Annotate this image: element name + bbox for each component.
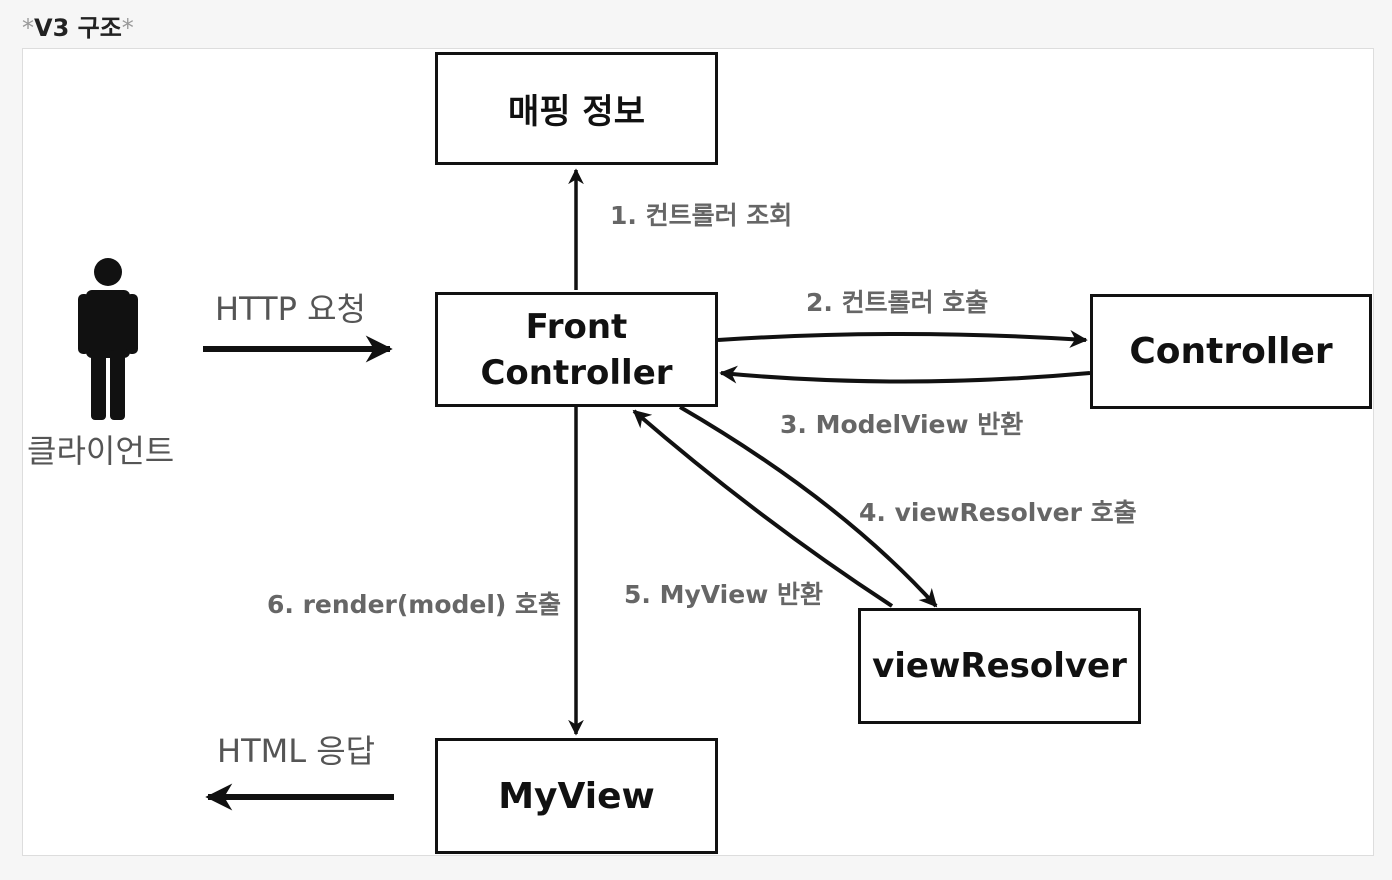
step1-label: 1. 컨트롤러 조회 [610, 201, 793, 230]
arrow-step2 [717, 329, 1088, 348]
mapping-info-label: 매핑 정보 [508, 92, 645, 132]
step6-label: 6. render(model) 호출 [267, 590, 562, 619]
diagram-canvas [22, 48, 1374, 856]
person-icon [78, 258, 138, 420]
controller-box: Controller [1090, 294, 1372, 409]
arrow-step4 [678, 405, 938, 608]
step5-label: 5. MyView 반환 [624, 580, 824, 609]
my-view-box: MyView [435, 738, 718, 854]
step2-label: 2. 컨트롤러 호출 [806, 288, 989, 317]
http-request-label: HTTP 요청 [215, 290, 366, 328]
arrow-step5 [632, 409, 894, 608]
client-label: 클라이언트 [27, 432, 175, 470]
controller-label: Controller [1129, 331, 1333, 372]
html-response-label: HTML 응답 [217, 732, 376, 770]
step4-label: 4. viewResolver 호출 [859, 498, 1137, 527]
arrow-step3 [719, 365, 1091, 384]
view-resolver-box: viewResolver [858, 608, 1141, 724]
front-controller-box: Front Controller [435, 292, 718, 407]
view-resolver-label: viewResolver [872, 646, 1127, 686]
my-view-label: MyView [498, 775, 655, 817]
mapping-info-box: 매핑 정보 [435, 52, 718, 165]
front-controller-label-line2: Controller [480, 352, 673, 393]
page-title: *V3 구조* [22, 14, 134, 42]
page-title-text: V3 구조 [34, 14, 122, 42]
step3-label: 3. ModelView 반환 [780, 410, 1024, 439]
front-controller-label-line1: Front [525, 306, 628, 347]
